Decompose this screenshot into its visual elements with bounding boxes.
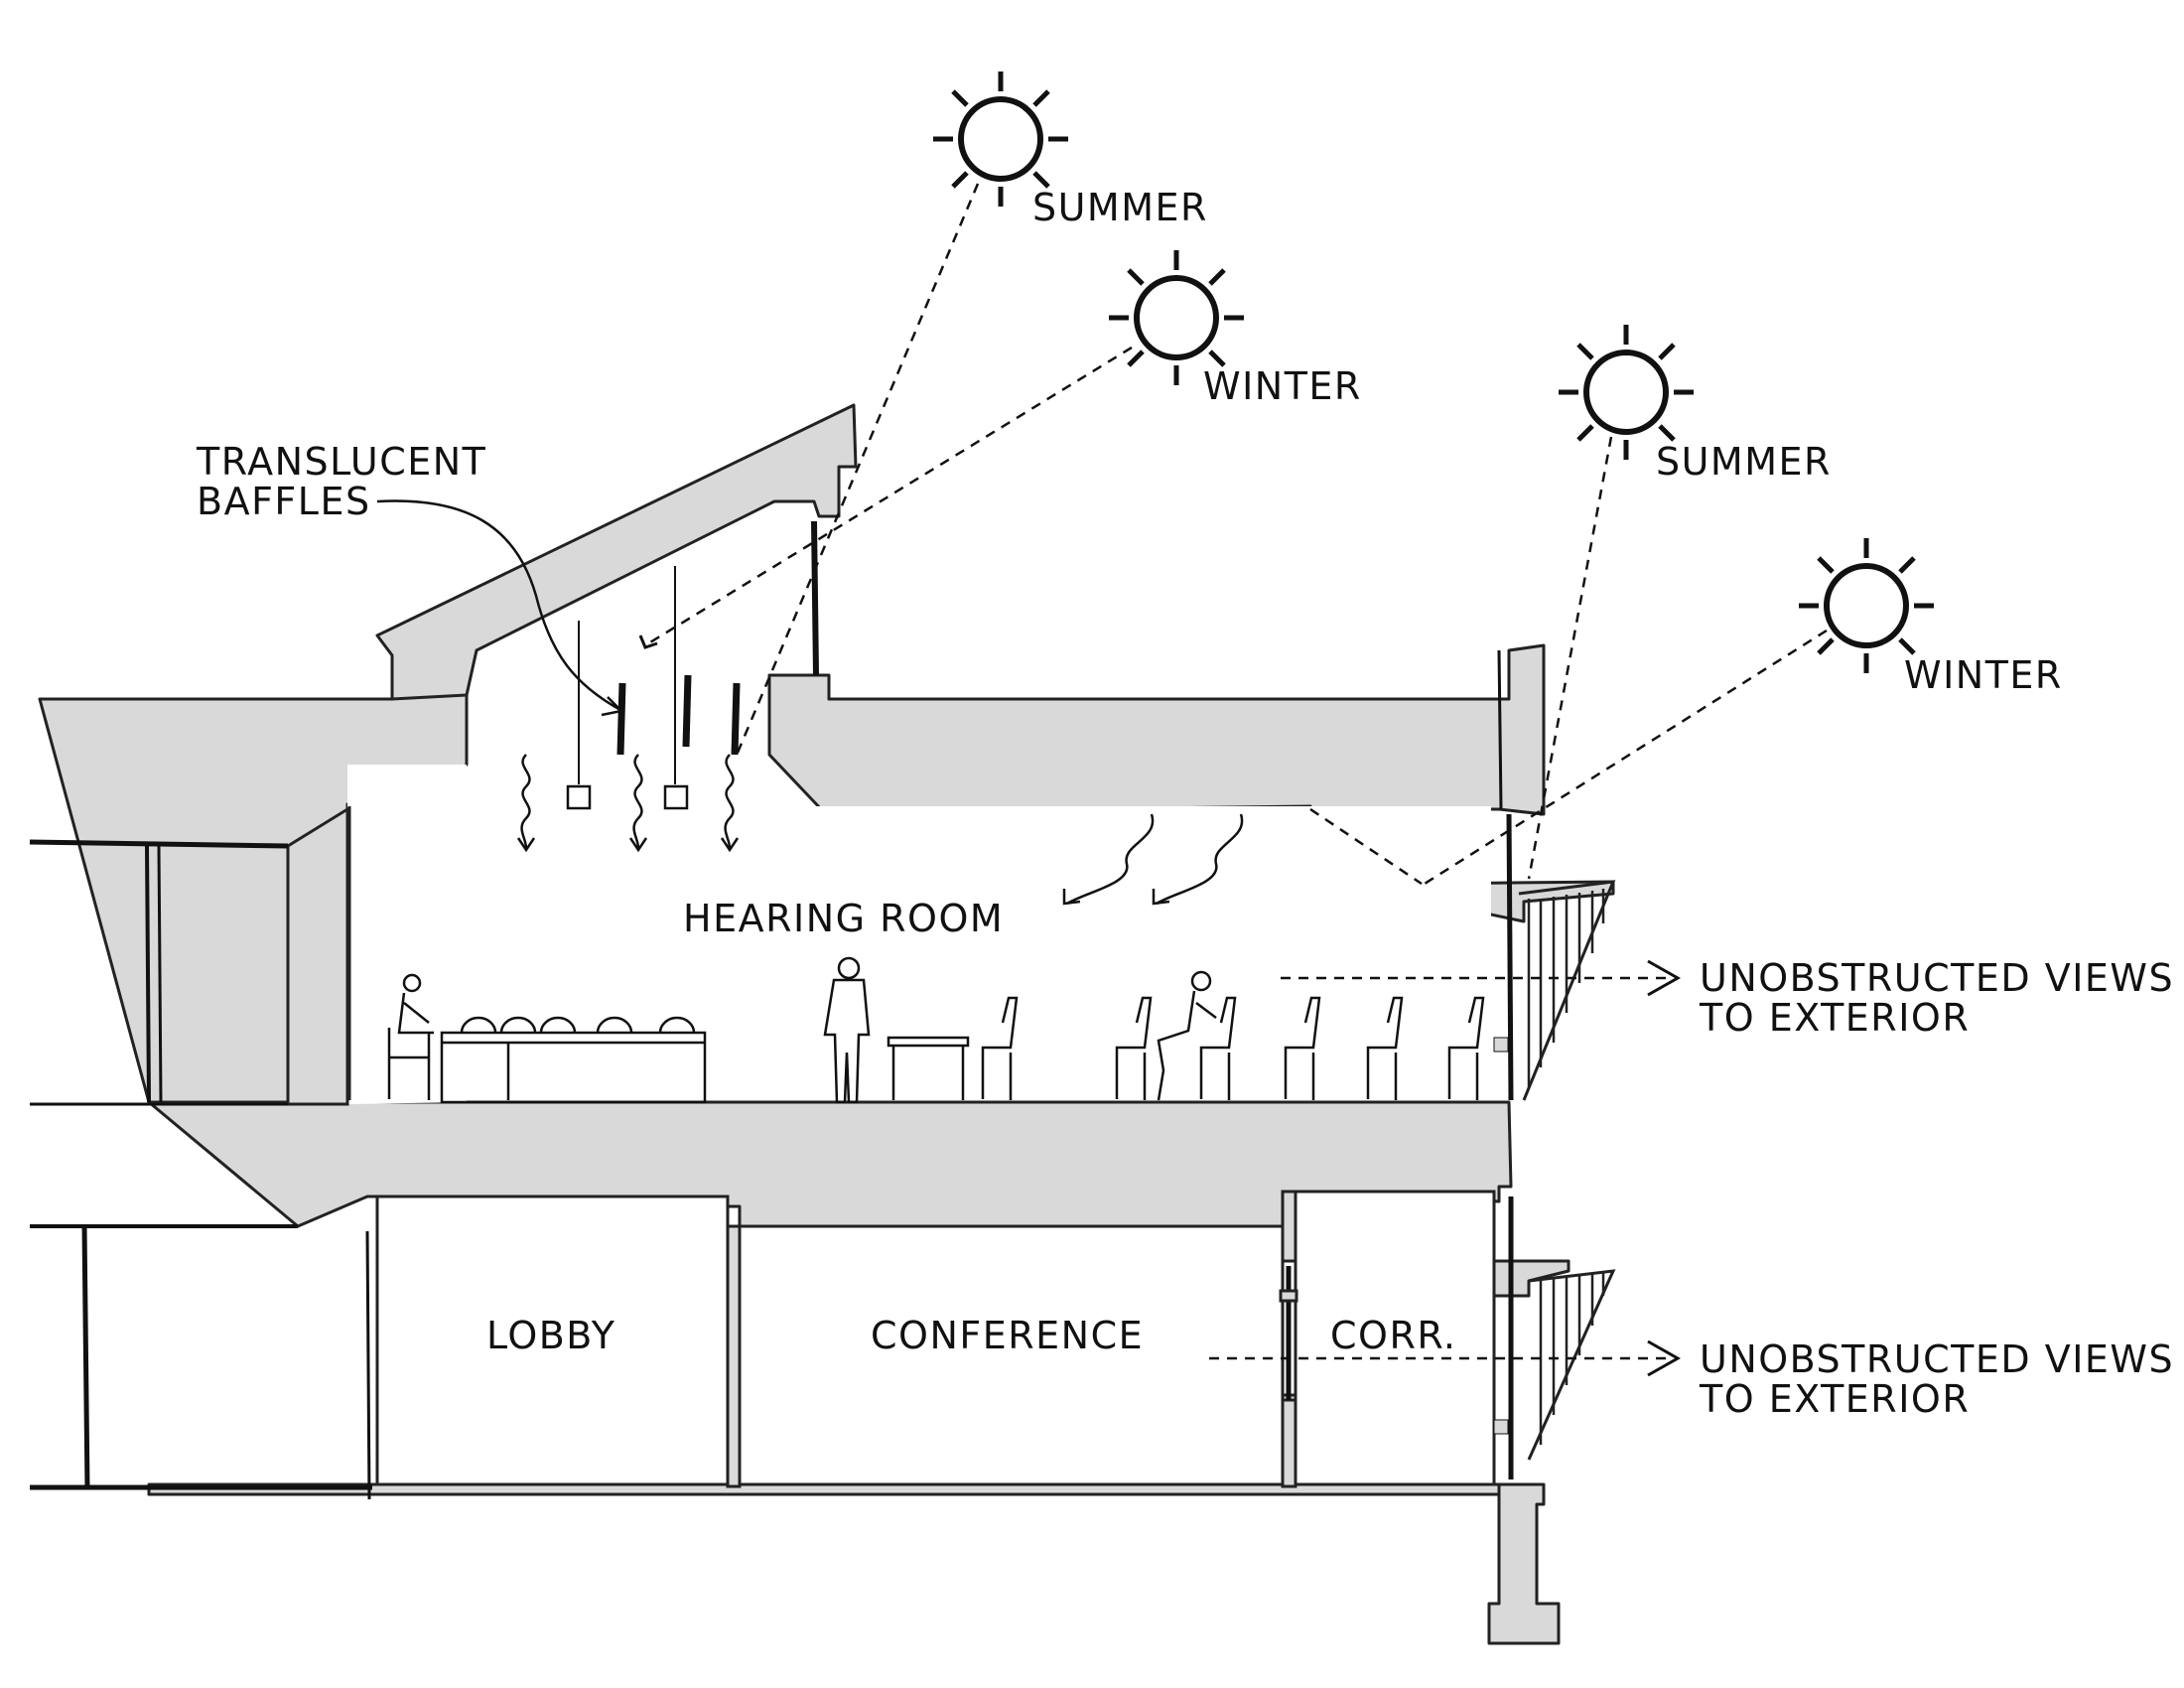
person-icon [387, 973, 434, 1100]
label-views-lower-2: TO EXTERIOR [1699, 1377, 1970, 1421]
sun-rays [644, 183, 1828, 1360]
sloped-roof [375, 403, 858, 701]
ray-reflect [1309, 807, 1423, 886]
ray-winter-upper [644, 346, 1133, 647]
lower-rooms [375, 1190, 1496, 1486]
label-lobby: LOBBY [486, 1314, 616, 1357]
witness-table [887, 1036, 970, 1048]
arrow-icon [638, 634, 1682, 1377]
label-corridor: CORR. [1330, 1314, 1456, 1357]
conference-room [738, 1224, 1285, 1486]
chair-icon [1199, 996, 1237, 1100]
hearing-room-furniture [387, 956, 1485, 1104]
ray-summer-upper [733, 183, 980, 761]
label-views-upper-1: UNOBSTRUCTED VIEWS [1700, 956, 2174, 1000]
translucent-baffles [376, 499, 741, 810]
diagram-labels: SUMMER WINTER SUMMER WINTER TRANSLUCENT … [196, 186, 2174, 1421]
label-hearing-room: HEARING ROOM [683, 897, 1004, 940]
lower-room-walls [726, 1190, 1298, 1488]
foundation [1487, 1482, 1561, 1645]
ray-summer-right [1527, 436, 1613, 880]
column-between-bays [286, 806, 349, 1106]
chair-icon [981, 996, 1019, 1100]
label-views-lower-1: UNOBSTRUCTED VIEWS [1700, 1337, 2174, 1381]
sun-icon [933, 71, 1068, 207]
label-winter-upper: WINTER [1203, 364, 1362, 408]
label-conference: CONFERENCE [871, 1314, 1144, 1357]
label-winter-right: WINTER [1904, 653, 2063, 697]
label-summer-right: SUMMER [1656, 440, 1832, 484]
ray-winter-right [1424, 629, 1828, 886]
diffuse-light-arrows [516, 754, 1244, 906]
exterior-glazing [1493, 649, 1514, 1479]
chair-icon [1284, 996, 1321, 1100]
chair-icon [1115, 996, 1153, 1100]
ceiling-slab [767, 643, 1546, 816]
corridor-room [1294, 1190, 1496, 1486]
sun-icon [1109, 250, 1244, 385]
label-summer-upper: SUMMER [1032, 186, 1208, 229]
sun-icon [1559, 325, 1694, 460]
chair-icon [1366, 996, 1404, 1100]
sunshade-fins-upper [1518, 880, 1616, 1101]
sun-icon [1799, 538, 1934, 673]
clerestory-glazing [811, 520, 819, 676]
label-baffles-line2: BAFFLES [197, 480, 371, 523]
person-icon [823, 956, 871, 1104]
sunshade-fins-lower [1527, 1269, 1616, 1461]
lobby-room [375, 1195, 730, 1486]
dais-table [440, 1031, 707, 1104]
hearing-room-space [349, 806, 1491, 1099]
chair-icon [1447, 996, 1485, 1100]
label-baffles-line1: TRANSLUCENT [196, 440, 486, 484]
left-glazing [29, 839, 372, 1500]
person-icon [1157, 970, 1217, 1101]
label-views-upper-2: TO EXTERIOR [1699, 996, 1970, 1040]
